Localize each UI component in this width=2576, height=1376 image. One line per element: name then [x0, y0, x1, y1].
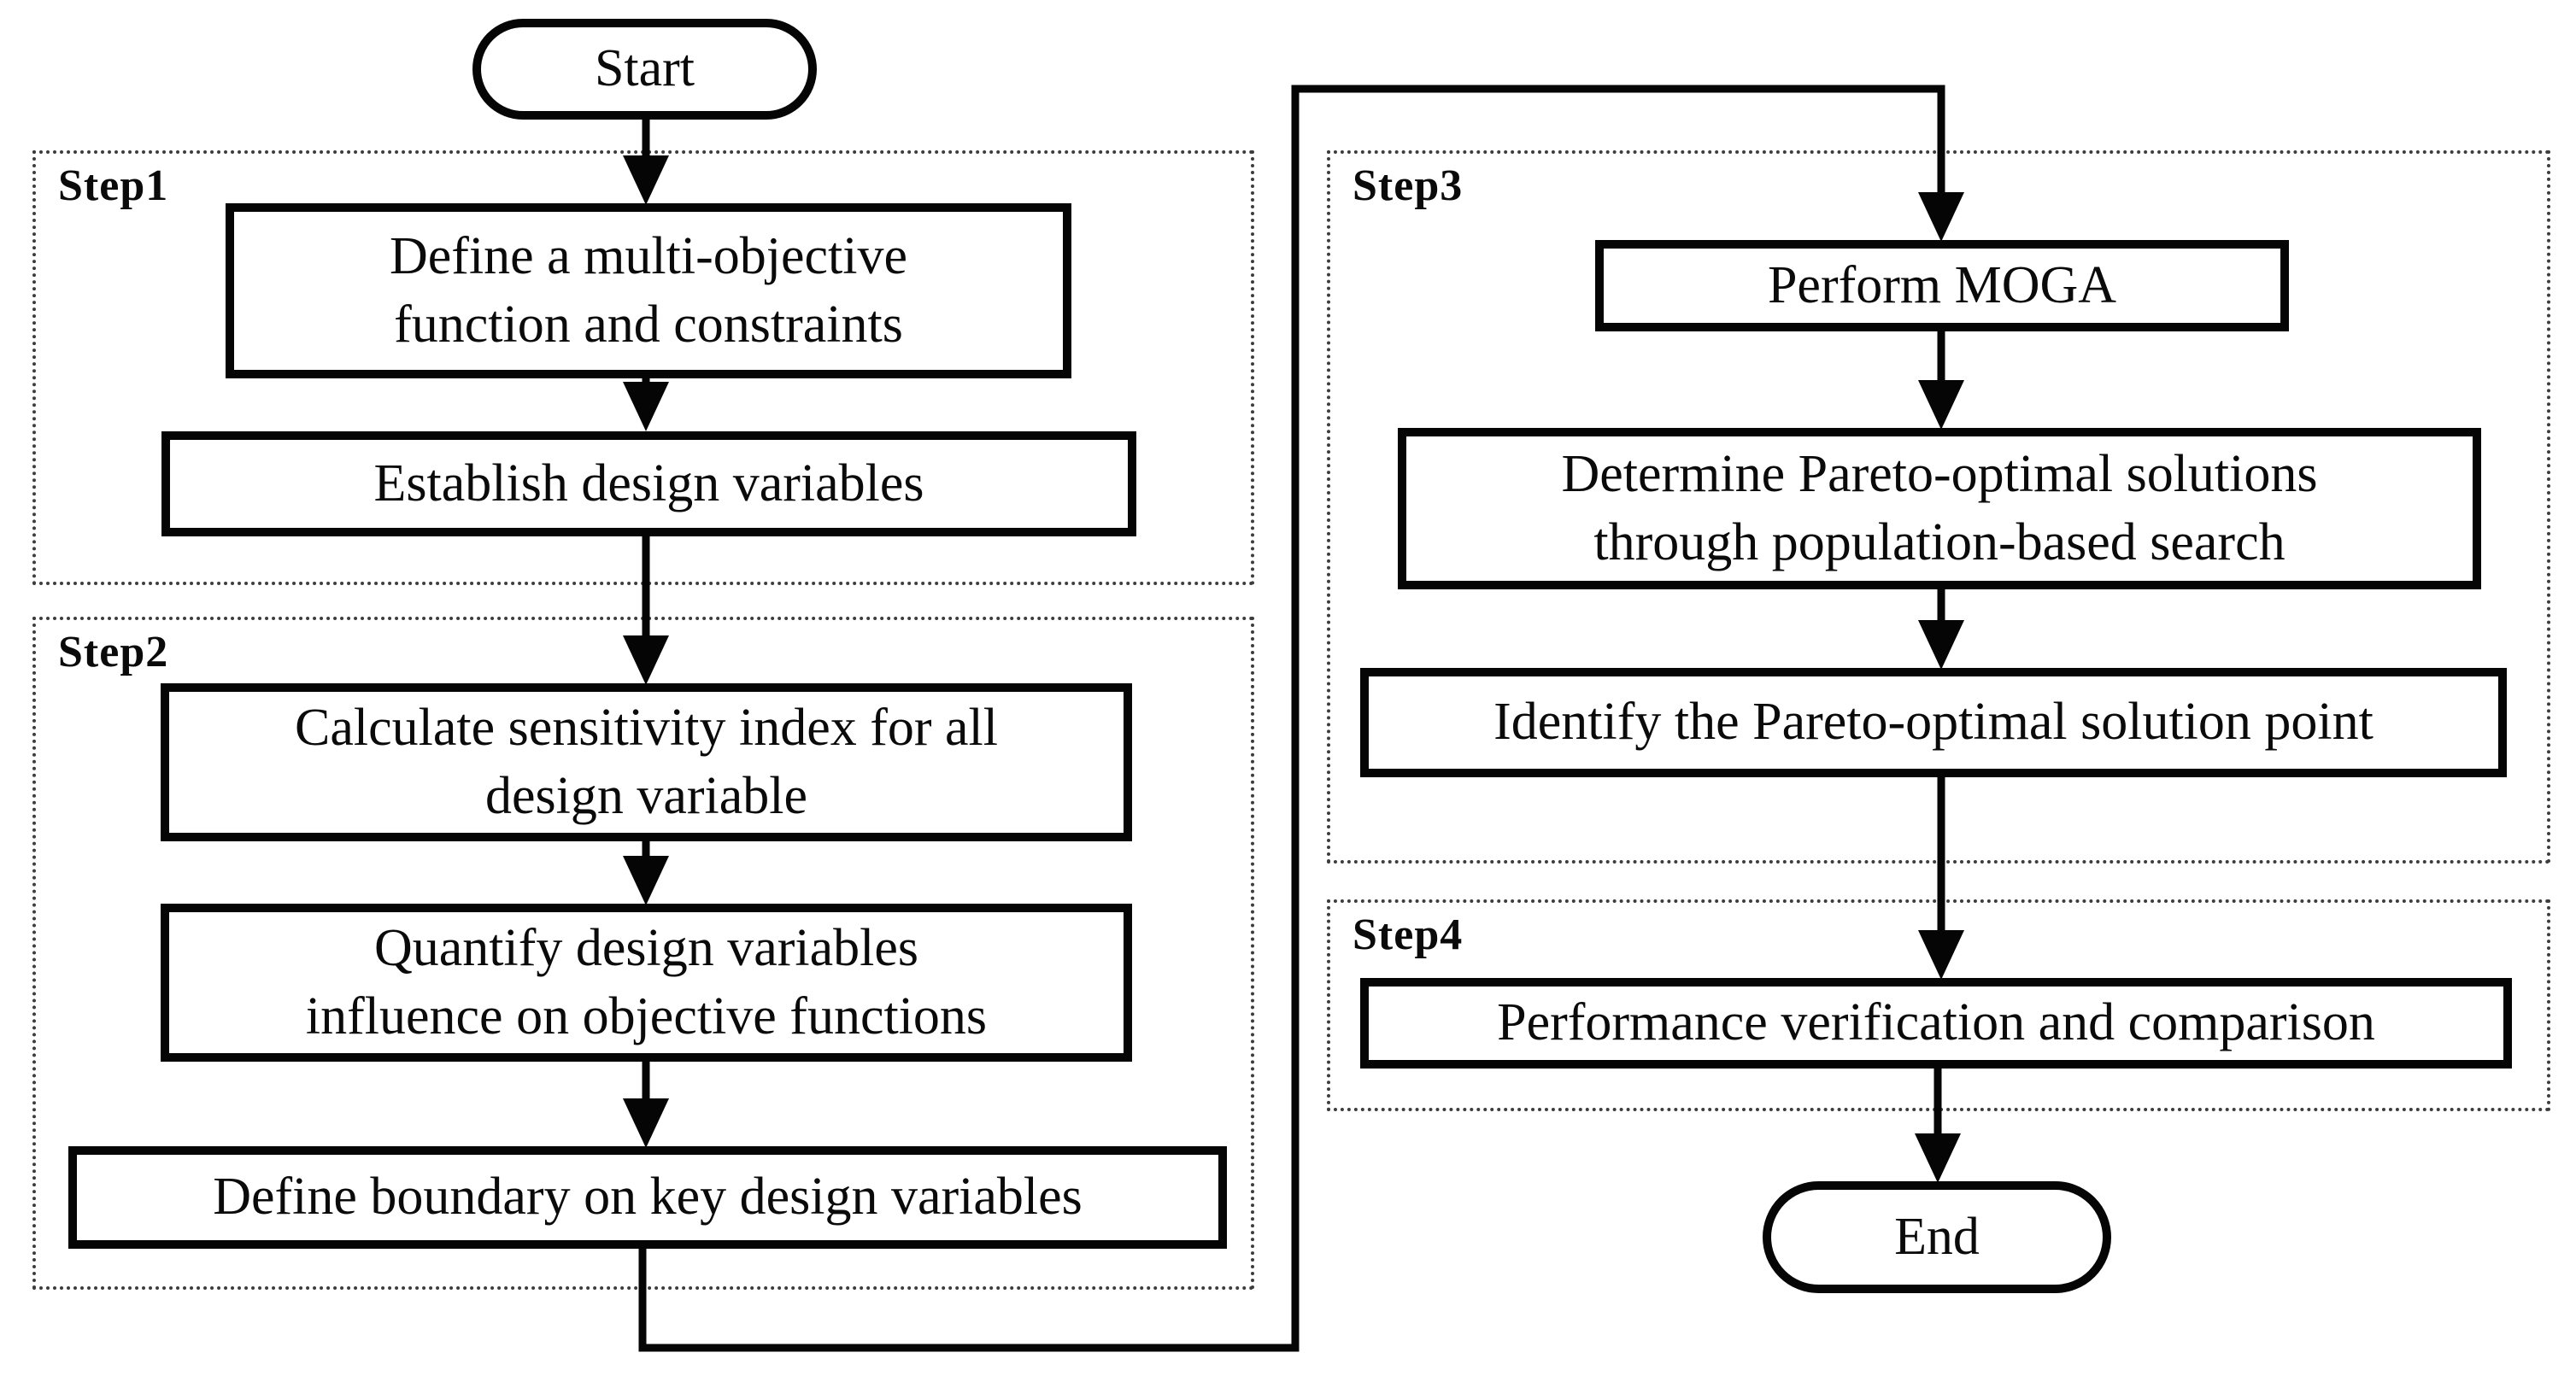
elbow-boundary-to-moga-line — [638, 85, 1945, 1352]
node-text-line: Performance verification and comparison — [1497, 993, 2375, 1052]
step3-label: Step3 — [1353, 161, 1464, 210]
arrowhead-quantify-to-boundary — [623, 1098, 669, 1148]
process-performance-verification: Performance verification and comparison — [1360, 978, 2512, 1069]
process-quantify-variable-influence: Quantify design variables influence on o… — [161, 904, 1132, 1062]
step4-label: Step4 — [1353, 911, 1464, 959]
node-text-line: Perform MOGA — [1767, 255, 2117, 314]
node-text-line: Establish design variables — [373, 454, 924, 512]
arrowhead-identify-to-performance — [1918, 930, 1964, 980]
start-terminal-text: Start — [594, 39, 695, 98]
node-text-line: Quantify design variables — [373, 919, 919, 978]
node-text-line: function and constraints — [394, 295, 903, 354]
process-determine-pareto-solutions: Determine Pareto-optimal solutions throu… — [1398, 428, 2481, 589]
arrowhead-start-to-define — [623, 155, 669, 205]
node-text-line: influence on objective functions — [305, 987, 988, 1045]
node-text-line: Identify the Pareto-optimal solution poi… — [1493, 693, 2374, 752]
node-text-line: Determine Pareto-optimal solutions — [1561, 445, 2318, 504]
process-define-objective-function: Define a multi-objective function and co… — [226, 203, 1071, 378]
step1-label: Step1 — [58, 161, 169, 210]
end-terminal-text: End — [1894, 1207, 1980, 1266]
process-perform-moga: Perform MOGA — [1595, 240, 2289, 331]
process-calculate-sensitivity-index: Calculate sensitivity index for all desi… — [161, 683, 1132, 841]
start-terminal: Start — [472, 19, 817, 120]
node-text-line: Calculate sensitivity index for all — [294, 699, 998, 758]
node-text-line: Define a multi-objective — [390, 227, 907, 286]
step2-label: Step2 — [58, 628, 169, 676]
node-text-line: design variable — [484, 766, 808, 825]
arrowhead-calculate-to-quantify — [623, 856, 669, 905]
arrowhead-elbow-to-moga — [1918, 192, 1964, 242]
node-text-line: through population-based search — [1593, 512, 2286, 571]
process-establish-design-variables: Establish design variables — [161, 431, 1136, 536]
process-define-boundary: Define boundary on key design variables — [68, 1146, 1227, 1249]
arrowhead-moga-to-determine — [1918, 380, 1964, 430]
arrowhead-establish-to-calculate — [623, 635, 669, 685]
arrowhead-performance-to-end — [1915, 1133, 1961, 1183]
node-text-line: Define boundary on key design variables — [213, 1168, 1083, 1227]
process-identify-pareto-point: Identify the Pareto-optimal solution poi… — [1360, 668, 2507, 777]
arrowhead-define-to-establish — [623, 382, 669, 431]
end-terminal: End — [1763, 1181, 2111, 1293]
arrowhead-determine-to-identify — [1918, 620, 1964, 670]
